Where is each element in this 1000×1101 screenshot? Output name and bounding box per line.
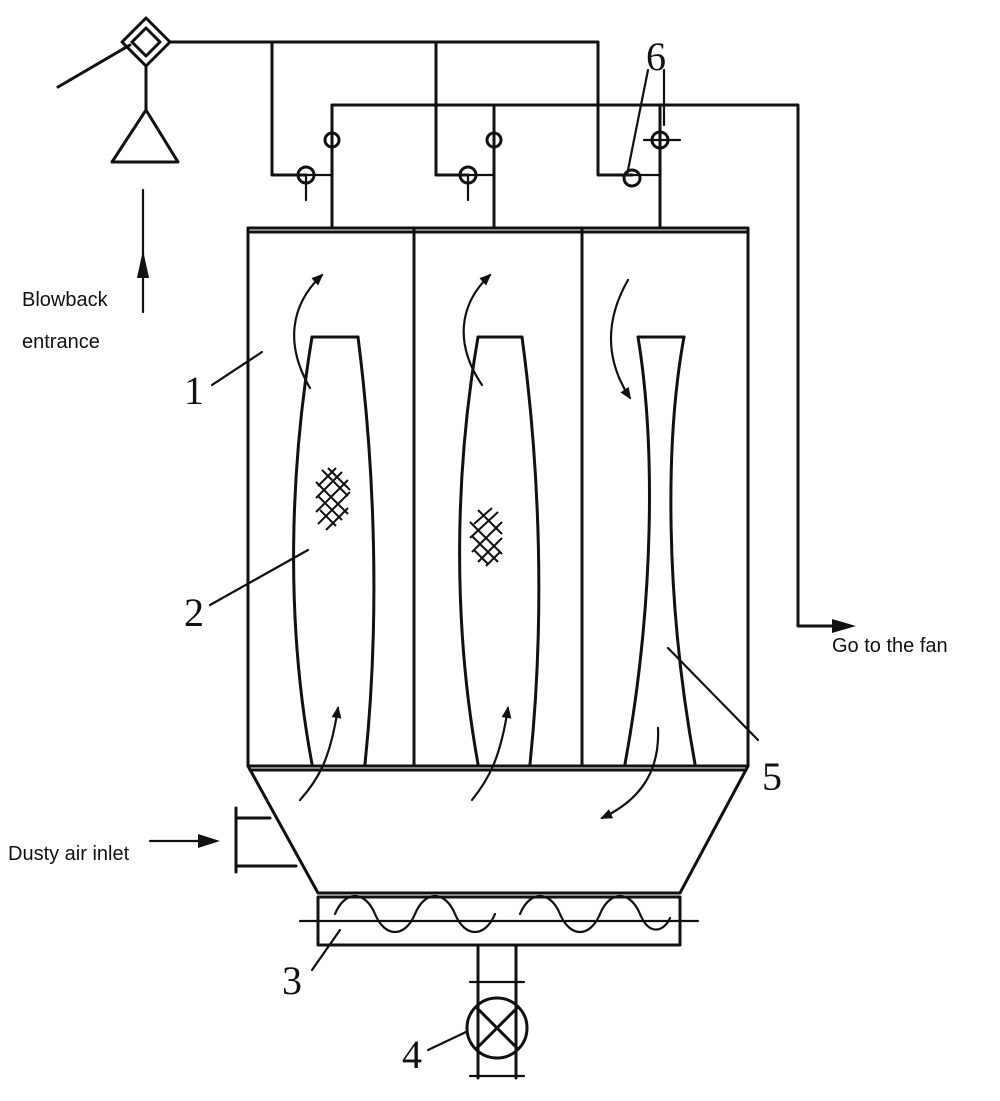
label-dusty-air-inlet: Dusty air inlet bbox=[8, 843, 130, 865]
filter-bag-middle bbox=[458, 335, 541, 766]
label-number-5: 5 bbox=[762, 754, 782, 799]
fan-exhaust-pipe bbox=[330, 103, 856, 633]
label-number-4: 4 bbox=[402, 1032, 422, 1077]
discharge-valve bbox=[465, 943, 529, 1080]
screw-conveyor bbox=[298, 895, 700, 947]
label-number-1: 1 bbox=[184, 368, 204, 413]
mesh-patch-left bbox=[315, 467, 351, 531]
valve-set bbox=[296, 130, 682, 188]
blowback-branch-lines bbox=[304, 173, 662, 202]
label-number-2: 2 bbox=[184, 590, 204, 635]
filter-bag-left bbox=[292, 335, 376, 766]
label-blowback-line2: entrance bbox=[22, 331, 100, 353]
blowback-pipe-network bbox=[168, 40, 634, 177]
inlet-duct bbox=[234, 806, 298, 874]
dusty-air-arrow bbox=[148, 834, 220, 848]
leader-lines bbox=[208, 68, 760, 1052]
filter-bag-right-collapsed bbox=[623, 335, 697, 766]
mesh-patch-middle bbox=[469, 507, 503, 567]
hopper bbox=[246, 764, 750, 895]
label-number-3: 3 bbox=[282, 958, 302, 1003]
label-go-to-fan: Go to the fan bbox=[832, 635, 948, 657]
housing bbox=[246, 226, 750, 768]
airflow-arrows bbox=[293, 273, 660, 820]
label-number-6: 6 bbox=[646, 34, 666, 79]
label-blowback-line1: Blowback bbox=[22, 289, 109, 311]
blowback-arrow bbox=[137, 188, 149, 314]
blowback-valve bbox=[56, 16, 180, 164]
